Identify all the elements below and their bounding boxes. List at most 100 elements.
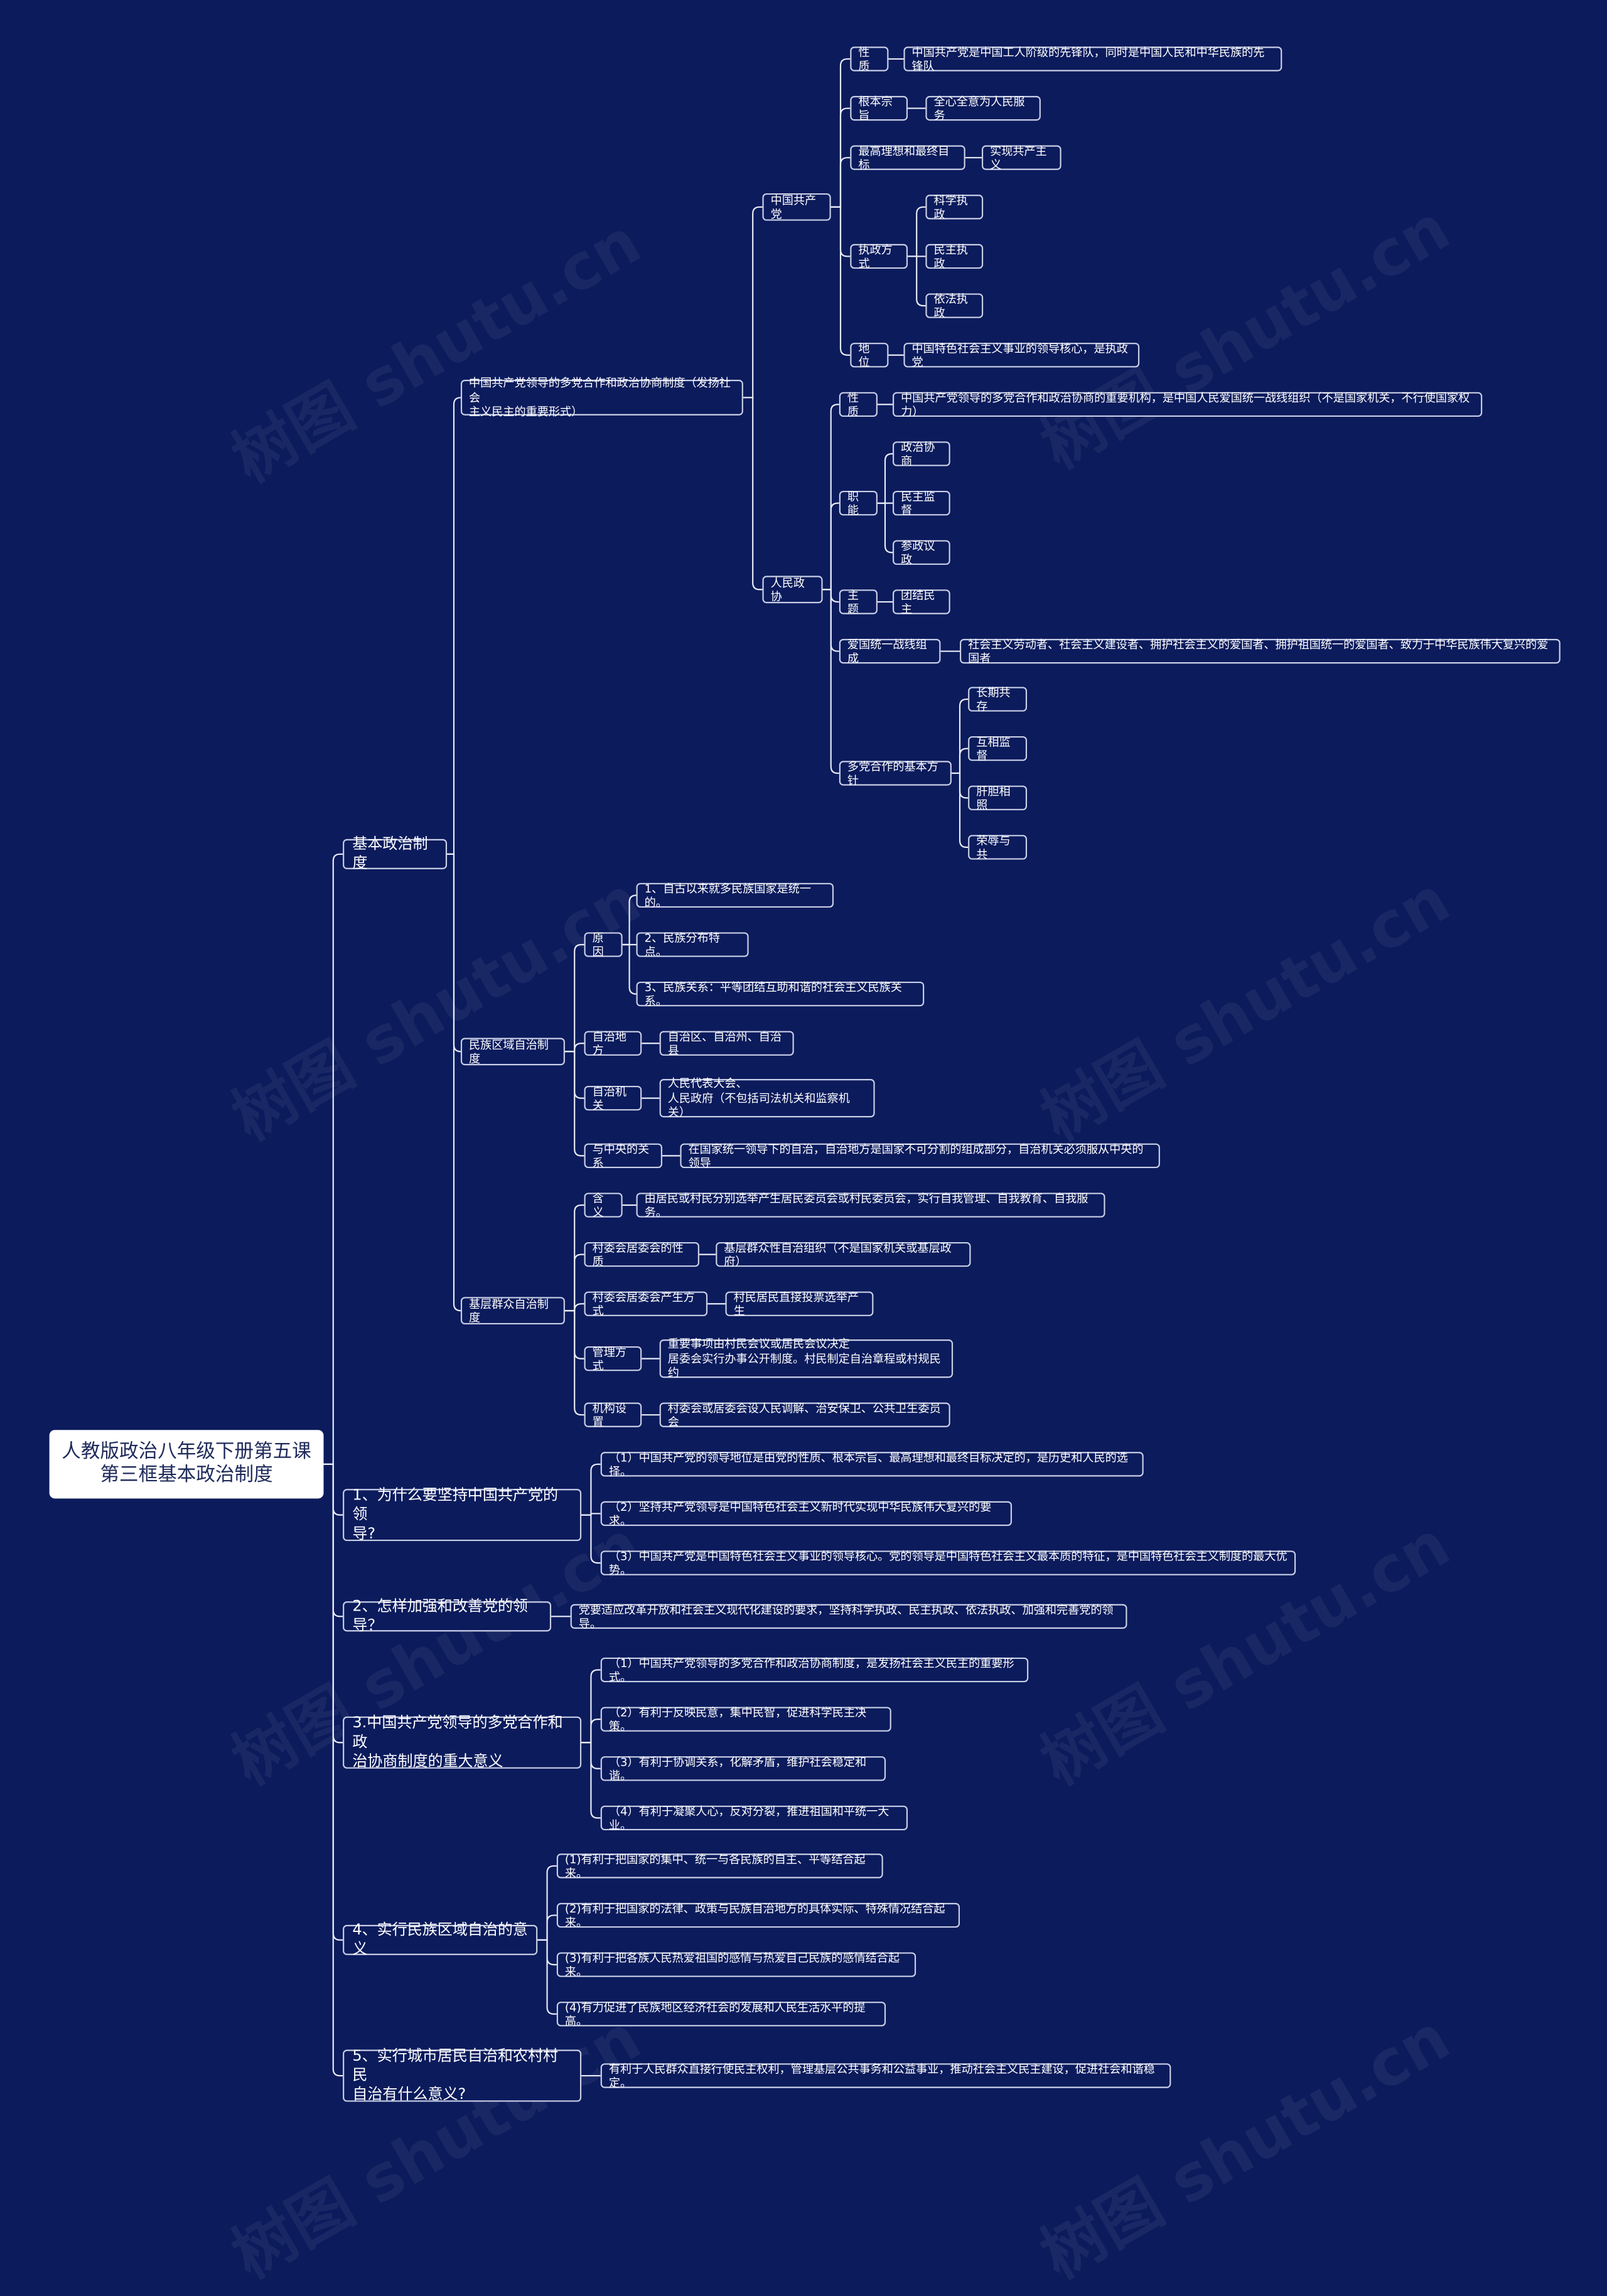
node-b-0-c-0-c-1-c-1-c-1[interactable]: 民主监督 [892,489,950,517]
node-b-0-c-0-c-1-c-0[interactable]: 性质 [839,390,878,418]
connector-line-33 [622,894,637,946]
connector-line-10 [908,206,926,257]
node-b-0-c-2-c-3[interactable]: 管理方式 [584,1344,642,1372]
node-b-0-c-0-c-1-c-1-c-2[interactable]: 参政议政 [892,539,950,566]
node-b-0-c-2-c-3-c-0[interactable]: 重要事项由村民会议或居民会议决定 居委会实行办事公开制度。村民制定自治章程或村规… [659,1338,954,1380]
connector-line-40 [564,1051,584,1157]
node-b-0-c-1-c-3[interactable]: 与中央的关系 [584,1142,663,1169]
node-b-0-c-0-c-0-c-1-c-0[interactable]: 全心全意为人民服务 [925,94,1041,122]
connector-line-36 [564,1043,584,1053]
node-b-0-c-0-c-0-c-2[interactable]: 最高理想和最终目标 [850,144,965,171]
node-b-4[interactable]: 4、实行民族区域自治的意义 [343,1921,538,1958]
node-b-0-c-0-c-1-c-3-c-0[interactable]: 社会主义劳动者、社会主义建设者、拥护社会主义的爱国者、拥护祖国统一的爱国者、致力… [960,637,1561,665]
node-b-0-c-0[interactable]: 中国共产党领导的多党合作和政治协商制度（发扬社会 主义民主的重要形式） [460,377,743,419]
node-b-0-c-0-c-0-c-4-c-0[interactable]: 中国特色社会主义事业的领导核心，是执政党 [903,341,1140,369]
node-b-0-c-0-c-0-c-4[interactable]: 地位 [850,341,889,369]
connector-line-0 [323,853,343,1465]
connector-line-54 [581,1463,601,1516]
connector-lines [323,58,982,2077]
node-b-0-c-2-c-1[interactable]: 村委会居委会的性质 [584,1240,699,1268]
node-b-1[interactable]: 1、为什么要坚持中国共产党的领 导? [343,1487,582,1542]
node-b-0-c-0-c-0-c-0-c-0[interactable]: 中国共产党是中国工人阶级的先锋队，同时是中国人民和中华民族的先锋队 [903,45,1282,73]
connector-line-61 [581,1719,601,1744]
node-b-0-c-0-c-0-c-0[interactable]: 性质 [850,45,889,73]
node-b-4-c-1[interactable]: (2)有利于把国家的法律、政策与民族自治地方的具体实际、特殊情况结合起来。 [556,1901,960,1929]
node-b-0-c-0-c-1[interactable]: 人民政协 [762,576,823,604]
connector-line-28 [951,748,969,775]
node-b-0-c-2-c-2-c-0[interactable]: 村民居民直接投票选举产生 [725,1290,874,1317]
node-b-0-c-1-c-0-c-2[interactable]: 3、民族关系：平等团结互助和谐的社会主义民族关系。 [636,980,925,1007]
node-b-0-c-2-c-4-c-0[interactable]: 村委会或居委会设人民调解、治安保卫、公共卫生委员会 [659,1401,950,1429]
node-b-0-c-0-c-0-c-3[interactable]: 执政方式 [850,242,908,270]
node-b-4-c-0[interactable]: (1)有利于把国家的集中、统一与各民族的自主、平等结合起来。 [556,1852,883,1880]
connector-line-51 [564,1310,584,1416]
connector-line-21 [877,502,893,554]
connector-line-5 [830,107,851,208]
node-b-0-c-0-c-1-c-4[interactable]: 多党合作的基本方针 [839,759,952,787]
node-b-0-c-1-c-2-c-0[interactable]: 人民代表大会、 人民政府（不包括司法机关和监察机关） [659,1077,875,1119]
node-b-0-c-0-c-1-c-0-c-0[interactable]: 中国共产党领导的多党合作和政治协商的重要机构，是中国人民爱国统一战线组织（不是国… [892,390,1483,418]
node-b-0-c-0-c-1-c-2[interactable]: 主题 [839,587,878,616]
root-node[interactable]: 人教版政治八年级下册第五课 第三框基本政治制度 [49,1430,324,1499]
connector-line-66 [537,1914,557,1941]
connector-line-3 [830,58,851,208]
node-b-0-c-2-c-1-c-0[interactable]: 基层群众性自治组织（不是国家机关或基层政府） [716,1240,971,1268]
node-b-0-c-1-c-1[interactable]: 自治地方 [584,1029,642,1057]
node-b-4-c-2[interactable]: (3)有利于把各族人民热爱祖国的感情与热爱自己民族的感情结合起来。 [556,1950,916,1978]
node-b-0-c-2-c-0-c-0[interactable]: 由居民或村民分别选举产生居民委员会或村民委员会，实行自我管理、自我教育、自我服务… [636,1191,1105,1219]
connector-line-65 [537,1865,557,1941]
connector-line-12 [908,255,926,307]
node-b-0-c-0-c-1-c-4-c-3[interactable]: 荣辱与共 [968,833,1028,861]
node-b-0-c-0-c-0[interactable]: 中国共产党 [762,193,831,221]
node-b-3-c-2[interactable]: （3）有利于协调关系，化解矛盾，维护社会稳定和谐。 [600,1754,886,1783]
node-b-0-c-2-c-2[interactable]: 村委会居委会产生方式 [584,1290,708,1317]
node-b-0-c-2-c-0[interactable]: 含义 [584,1191,623,1219]
node-b-0[interactable]: 基本政治制度 [343,835,448,872]
node-b-3[interactable]: 3.中国共产党领导的多党合作和政 治协商制度的重大意义 [343,1714,582,1770]
node-b-0-c-0-c-0-c-3-c-0[interactable]: 科学执政 [925,193,984,221]
node-b-1-c-1[interactable]: （2）坚持共产党领导是中国特色社会主义新时代实现中华民族伟大复兴的要求。 [600,1499,1013,1527]
connector-line-15 [743,397,763,591]
node-b-0-c-1[interactable]: 民族区域自治制度 [460,1038,565,1066]
node-b-0-c-0-c-1-c-3[interactable]: 爱国统一战线组成 [839,637,941,665]
node-b-0-c-1-c-0-c-1[interactable]: 2、民族分布特点。 [636,930,749,958]
connector-line-13 [830,206,851,356]
connector-line-26 [822,589,839,775]
node-b-0-c-0-c-0-c-1[interactable]: 根本宗旨 [850,94,908,122]
connector-line-35 [622,943,637,995]
connector-line-69 [323,1463,343,2077]
node-b-1-c-0[interactable]: （1）中国共产党的领导地位是由党的性质、根本宗旨、最高理想和最终目标决定的，是历… [600,1450,1144,1478]
connector-line-30 [951,772,969,848]
connector-line-18 [822,502,839,591]
node-b-5-c-0[interactable]: 有利于人民群众直接行使民主权利，管理基层公共事务和公益事业，推动社会主义民主建设… [600,2061,1171,2089]
node-b-0-c-0-c-0-c-2-c-0[interactable]: 实现共产主义 [981,144,1061,171]
node-b-0-c-2[interactable]: 基层群众自治制度 [460,1297,565,1325]
connector-line-68 [537,1939,557,2015]
node-b-0-c-0-c-1-c-2-c-0[interactable]: 团结民主 [892,587,950,616]
node-b-0-c-0-c-0-c-3-c-1[interactable]: 民主执政 [925,242,984,270]
node-b-0-c-1-c-0-c-0[interactable]: 1、自古以来就多民族国家是统一的。 [636,881,834,909]
node-b-0-c-1-c-3-c-0[interactable]: 在国家统一领导下的自治，自治地方是国家不可分割的组成部分，自治机关必须服从中央的… [680,1142,1160,1169]
node-b-0-c-1-c-2[interactable]: 自治机关 [584,1084,642,1112]
node-b-3-c-3[interactable]: （4）有利于凝聚人心，反对分裂，推进祖国和平统一大业。 [600,1804,908,1832]
node-b-2[interactable]: 2、怎样加强和改善党的领导？ [343,1597,552,1634]
connector-line-43 [564,1204,584,1312]
node-b-0-c-0-c-1-c-4-c-1[interactable]: 互相监督 [968,734,1028,762]
node-b-0-c-0-c-1-c-4-c-0[interactable]: 长期共存 [968,685,1028,713]
node-b-0-c-0-c-1-c-1[interactable]: 职能 [839,489,878,517]
node-b-3-c-1[interactable]: （2）有利于反映民意，集中民智，促进科学民主决策。 [600,1705,891,1733]
node-b-4-c-3[interactable]: (4)有力促进了民族地区经济社会的发展和人民生活水平的提高。 [556,2000,886,2028]
node-b-3-c-0[interactable]: （1）中国共产党领导的多党合作和政治协商制度，是发扬社会主义民主的重要形式。 [600,1656,1029,1683]
node-b-0-c-0-c-0-c-3-c-2[interactable]: 依法执政 [925,291,984,319]
connector-line-60 [581,1669,601,1744]
node-b-1-c-2[interactable]: （3）中国共产党是中国特色社会主义事业的领导核心。党的领导是中国特色社会主义最本… [600,1548,1296,1577]
node-b-0-c-1-c-1-c-0[interactable]: 自治区、自治州、自治县 [659,1029,794,1057]
node-b-0-c-1-c-0[interactable]: 原因 [584,930,623,958]
node-b-2-c-0[interactable]: 党要适应改革开放和社会主义现代化建设的要求，坚持科学执政、民主执政、依法执政、加… [570,1602,1127,1630]
node-b-5[interactable]: 5、实行城市居民自治和农村村民 自治有什么意义? [343,2047,582,2103]
connector-line-19 [877,453,893,504]
node-b-0-c-2-c-4[interactable]: 机构设置 [584,1401,642,1429]
connector-line-7 [830,157,851,208]
node-b-0-c-0-c-1-c-1-c-0[interactable]: 政治协商 [892,439,950,468]
node-b-0-c-0-c-1-c-4-c-2[interactable]: 肝胆相照 [968,784,1028,812]
